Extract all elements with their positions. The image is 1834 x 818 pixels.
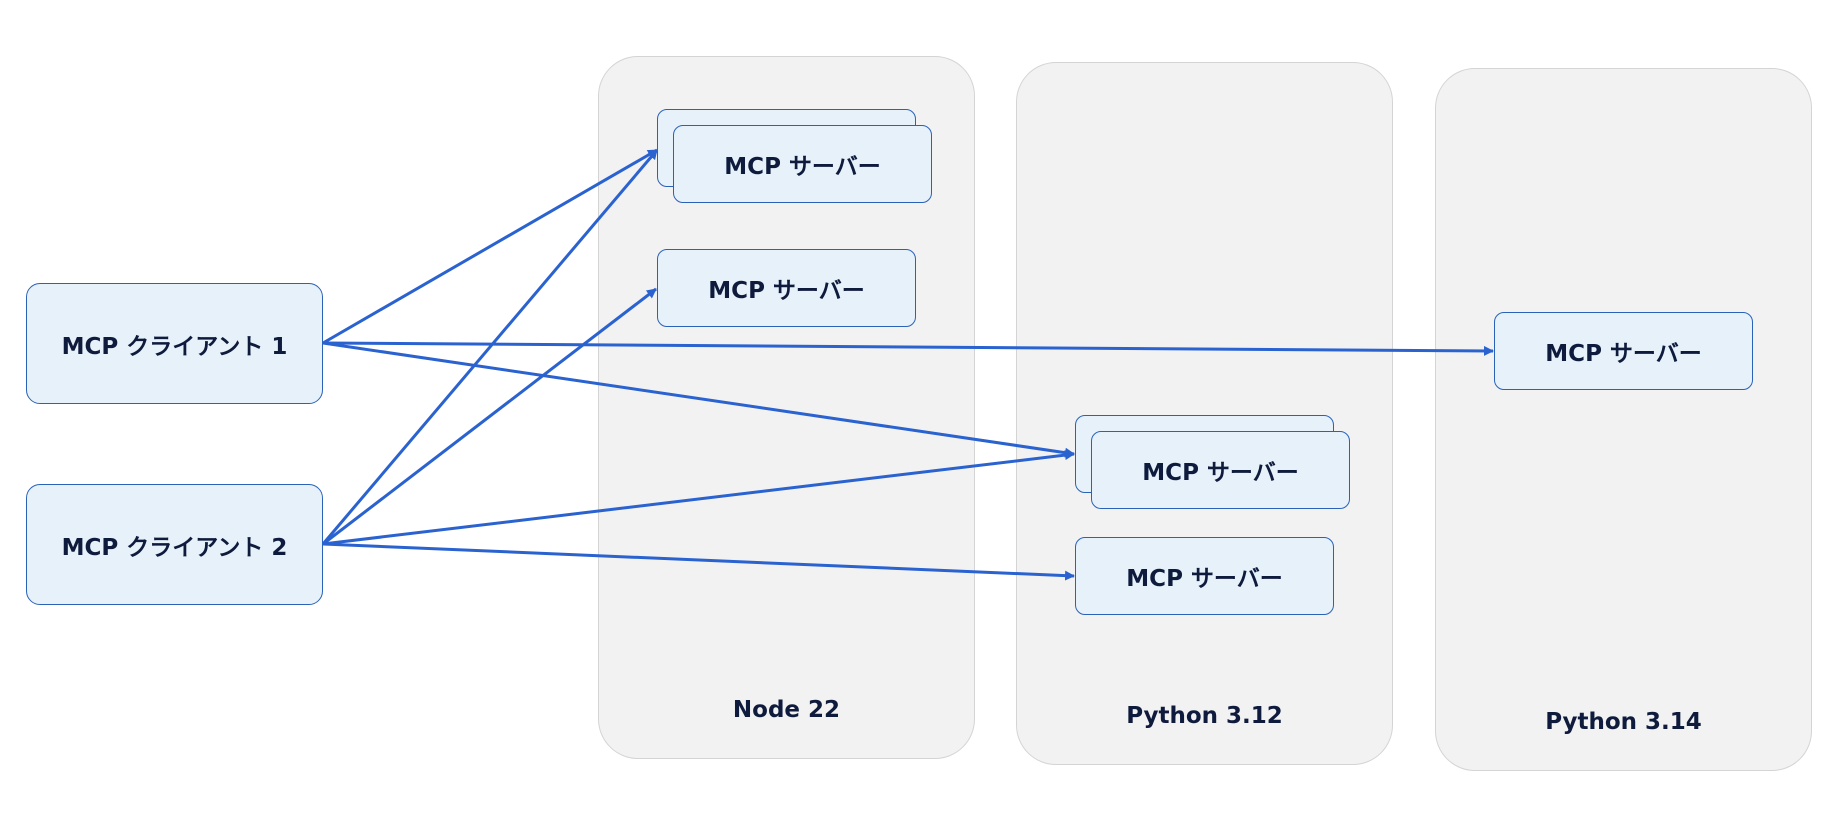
- runtime-label-node22: Node 22: [732, 697, 841, 723]
- mcp-client-1[interactable]: MCP クライアント 1: [26, 283, 323, 404]
- mcp-server-py314-1[interactable]: MCP サーバー: [1494, 312, 1753, 390]
- mcp-server-node-1[interactable]: MCP サーバー: [673, 125, 932, 203]
- runtime-label-python314: Python 3.14: [1545, 709, 1702, 735]
- runtime-label-python312: Python 3.12: [1126, 703, 1283, 729]
- mcp-server-py312-1[interactable]: MCP サーバー: [1091, 431, 1350, 509]
- runtime-python312: Python 3.12: [1016, 62, 1393, 765]
- mcp-server-node-2[interactable]: MCP サーバー: [657, 249, 916, 327]
- mcp-client-2[interactable]: MCP クライアント 2: [26, 484, 323, 605]
- mcp-server-py312-2[interactable]: MCP サーバー: [1075, 537, 1334, 615]
- runtime-python314: Python 3.14: [1435, 68, 1812, 771]
